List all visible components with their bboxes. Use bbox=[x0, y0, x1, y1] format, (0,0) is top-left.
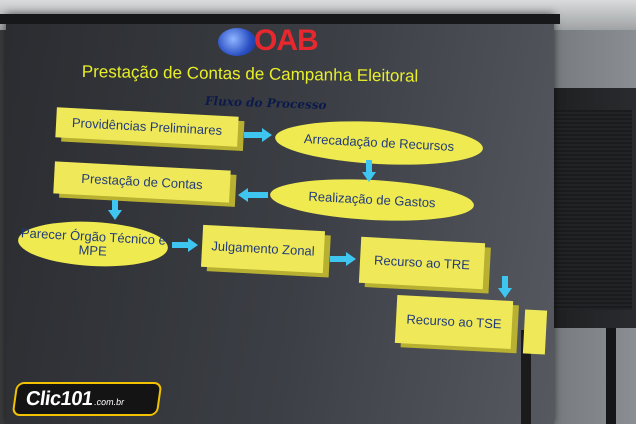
cropped-step bbox=[522, 309, 548, 355]
screen-top-bar bbox=[0, 14, 560, 24]
step-julgamento-zonal: Julgamento Zonal bbox=[200, 224, 326, 274]
arrow-down-icon bbox=[498, 276, 512, 298]
oab-logo: OAB bbox=[218, 24, 319, 60]
logo-text: OAB bbox=[254, 24, 319, 57]
speaker-stand bbox=[606, 328, 616, 424]
arrow-right-icon bbox=[172, 238, 198, 252]
speaker-grille bbox=[546, 110, 632, 310]
watermark-domain: .com.br bbox=[93, 397, 125, 407]
step-recurso-tse: Recurso ao TSE bbox=[394, 294, 514, 350]
arrow-down-icon bbox=[362, 160, 376, 182]
clic101-watermark: Clic101 .com.br bbox=[11, 382, 163, 416]
arrow-left-icon bbox=[238, 188, 268, 202]
step-recurso-tre: Recurso ao TRE bbox=[358, 236, 486, 290]
screen-stand bbox=[521, 330, 531, 424]
globe-icon bbox=[218, 28, 256, 56]
watermark-brand: Clic101 bbox=[24, 387, 95, 410]
arrow-right-icon bbox=[244, 128, 272, 142]
arrow-down-icon bbox=[108, 200, 122, 220]
arrow-right-icon bbox=[330, 252, 356, 266]
projection-screen bbox=[6, 14, 554, 424]
